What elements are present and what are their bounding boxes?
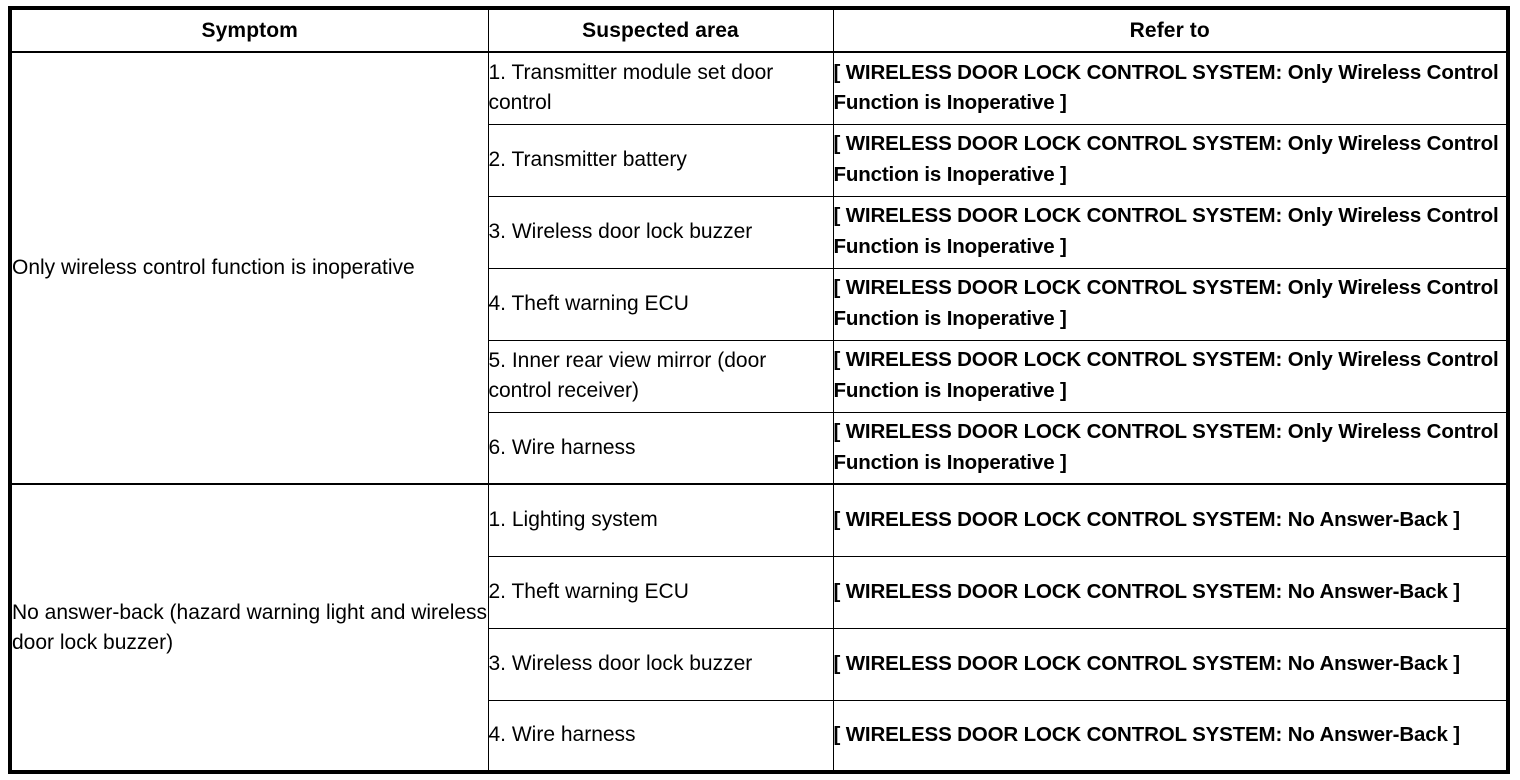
refer-to-cell: [ WIRELESS DOOR LOCK CONTROL SYSTEM: Onl… [832,51,1509,125]
suspected-area-cell: 4. Theft warning ECU [487,267,834,341]
suspected-area-text: 6. Wire harness [488,435,636,459]
suspected-area-cell: 5. Inner rear view mirror (door control … [487,339,834,413]
table-row: No answer-back (hazard warning light and… [9,483,1509,773]
suspected-area-text: 4. Wire harness [488,723,636,747]
table-row: 5. Inner rear view mirror (door control … [10,339,1509,413]
suspected-area-cell: 1. Lighting system [487,483,834,557]
refer-to-cell: [ WIRELESS DOOR LOCK CONTROL SYSTEM: No … [832,699,1509,773]
suspected-area-cell: 4. Wire harness [487,699,834,773]
suspected-area-cell: 1. Transmitter module set door control [487,51,834,125]
column-header-symptom-label: Symptom [201,19,298,42]
refer-to-cell: [ WIRELESS DOOR LOCK CONTROL SYSTEM: No … [832,483,1509,557]
column-header-suspected-area: Suspected area [487,7,834,53]
table-row: Only wireless control function is inoper… [9,51,1509,485]
column-header-refer-to-label: Refer to [1129,19,1210,42]
column-header-symptom: Symptom [9,7,489,53]
table-header: Symptom Suspected area Refer to [9,7,1509,53]
refer-to-cell: [ WIRELESS DOOR LOCK CONTROL SYSTEM: Onl… [832,123,1509,197]
refer-to-cell: [ WIRELESS DOOR LOCK CONTROL SYSTEM: Onl… [832,195,1509,269]
suspected-area-cell: 6. Wire harness [487,411,834,485]
suspected-area-text: 5. Inner rear view mirror (door control … [488,349,767,402]
table-row: 3. Wireless door lock buzzer [ WIRELESS … [10,627,1509,701]
suspected-area-text: 2. Transmitter battery [488,148,687,172]
suspected-area-text: 1. Lighting system [488,508,658,532]
table-body: Only wireless control function is inoper… [9,51,1509,773]
table-row: 4. Wire harness [ WIRELESS DOOR LOCK CON… [10,699,1509,773]
symptom-diagnosis-table: Symptom Suspected area Refer to Only wir… [8,6,1510,774]
suspected-area-text: 2. Theft warning ECU [488,580,689,604]
refer-to-text: [ WIRELESS DOOR LOCK CONTROL SYSTEM: Onl… [833,276,1499,330]
refer-to-cell: [ WIRELESS DOOR LOCK CONTROL SYSTEM: Onl… [832,411,1509,485]
refer-to-text: [ WIRELESS DOOR LOCK CONTROL SYSTEM: Onl… [833,132,1499,186]
refer-to-text: [ WIRELESS DOOR LOCK CONTROL SYSTEM: No … [833,507,1461,531]
table-row: 4. Theft warning ECU [ WIRELESS DOOR LOC… [10,267,1509,341]
suspected-area-cell: 2. Theft warning ECU [487,555,834,629]
symptom-cell-group-1: No answer-back (hazard warning light and… [9,483,489,773]
column-header-refer-to: Refer to [832,7,1509,53]
refer-to-text: [ WIRELESS DOOR LOCK CONTROL SYSTEM: Onl… [833,348,1499,402]
suspected-area-cell: 2. Transmitter battery [487,123,834,197]
refer-to-cell: [ WIRELESS DOOR LOCK CONTROL SYSTEM: Onl… [832,339,1509,413]
suspected-area-text: 3. Wireless door lock buzzer [488,220,753,244]
suspected-area-cell: 3. Wireless door lock buzzer [487,195,834,269]
diagnostic-trouble-table-container: Symptom Suspected area Refer to Only wir… [8,6,1510,774]
refer-to-text: [ WIRELESS DOOR LOCK CONTROL SYSTEM: Onl… [833,204,1499,258]
symptom-cell-group-0: Only wireless control function is inoper… [9,51,489,485]
symptom-text: Only wireless control function is inoper… [12,256,415,280]
table-row: 3. Wireless door lock buzzer [ WIRELESS … [10,195,1509,269]
suspected-area-text: 4. Theft warning ECU [488,292,689,316]
refer-to-cell: [ WIRELESS DOOR LOCK CONTROL SYSTEM: Onl… [832,267,1509,341]
symptom-text: No answer-back (hazard warning light and… [12,600,488,654]
suspected-area-text: 3. Wireless door lock buzzer [488,652,753,676]
column-header-suspected-area-label: Suspected area [582,19,739,42]
table-row: 6. Wire harness [ WIRELESS DOOR LOCK CON… [10,411,1509,485]
refer-to-text: [ WIRELESS DOOR LOCK CONTROL SYSTEM: No … [833,579,1461,603]
table-header-row: Symptom Suspected area Refer to [9,7,1509,53]
refer-to-cell: [ WIRELESS DOOR LOCK CONTROL SYSTEM: No … [832,627,1509,701]
refer-to-text: [ WIRELESS DOOR LOCK CONTROL SYSTEM: Onl… [833,420,1499,474]
refer-to-text: [ WIRELESS DOOR LOCK CONTROL SYSTEM: No … [833,722,1461,746]
refer-to-text: [ WIRELESS DOOR LOCK CONTROL SYSTEM: Onl… [833,60,1499,115]
refer-to-cell: [ WIRELESS DOOR LOCK CONTROL SYSTEM: No … [832,555,1509,629]
suspected-area-cell: 3. Wireless door lock buzzer [487,627,834,701]
refer-to-text: [ WIRELESS DOOR LOCK CONTROL SYSTEM: No … [833,651,1461,675]
suspected-area-text: 1. Transmitter module set door control [488,61,774,115]
